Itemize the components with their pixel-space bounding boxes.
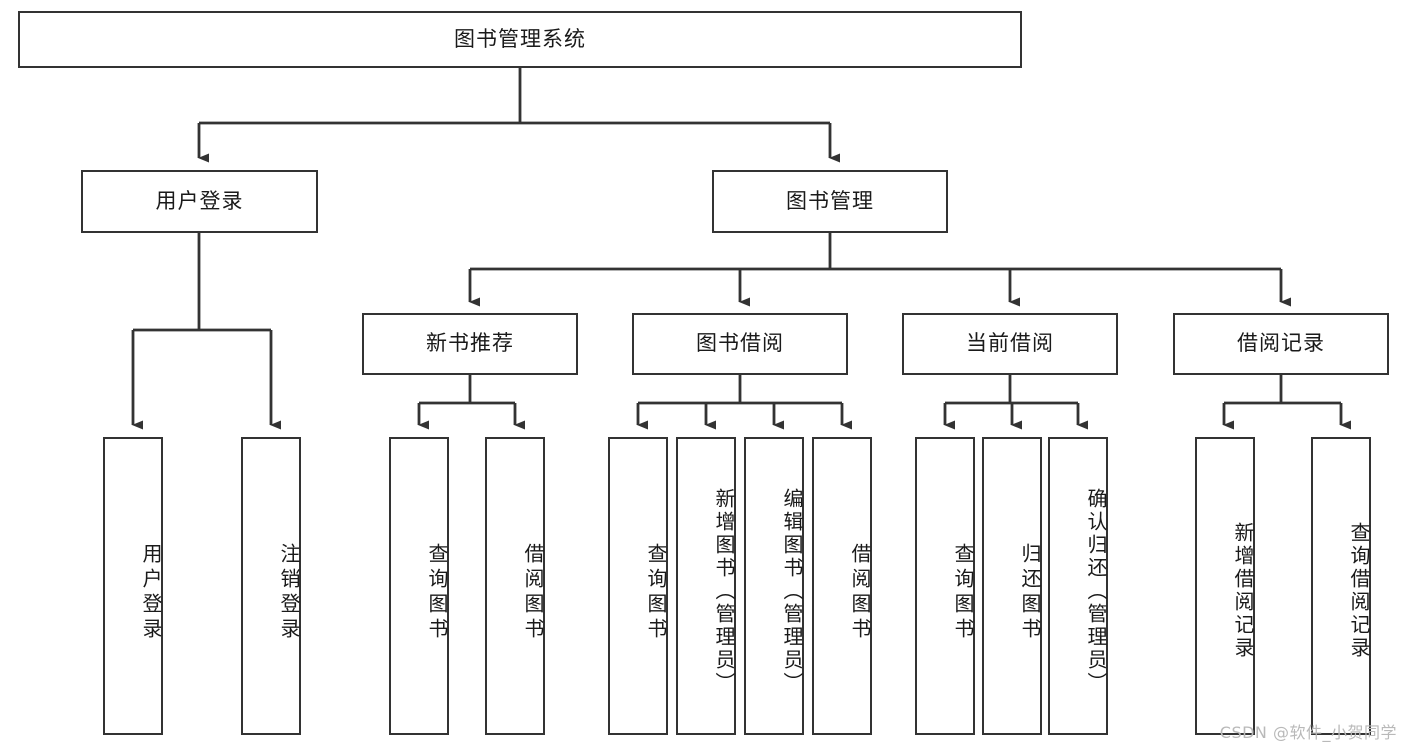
leaf-add-book-admin[interactable]: 新增图书（管理员） (676, 437, 736, 735)
node-root[interactable]: 图书管理系统 (18, 11, 1022, 68)
leaf-query-book-current[interactable]: 查询图书 (915, 437, 975, 735)
watermark-text: CSDN @软件_小贺同学 (1219, 723, 1397, 742)
node-new-book-recommend[interactable]: 新书推荐 (362, 313, 578, 375)
leaf-logout-login[interactable]: 注销登录 (241, 437, 301, 735)
leaf-query-borrow-record[interactable]: 查询借阅记录 (1311, 437, 1371, 735)
node-book-borrow[interactable]: 图书借阅 (632, 313, 848, 375)
leaf-confirm-return-admin[interactable]: 确认归还（管理员） (1048, 437, 1108, 735)
leaf-borrow-book-recommend[interactable]: 借阅图书 (485, 437, 545, 735)
node-user-login[interactable]: 用户登录 (81, 170, 318, 233)
node-current-borrow[interactable]: 当前借阅 (902, 313, 1118, 375)
leaf-query-book-recommend[interactable]: 查询图书 (389, 437, 449, 735)
node-book-manage[interactable]: 图书管理 (712, 170, 948, 233)
leaf-add-borrow-record[interactable]: 新增借阅记录 (1195, 437, 1255, 735)
leaf-return-book[interactable]: 归还图书 (982, 437, 1042, 735)
leaf-user-login[interactable]: 用户登录 (103, 437, 163, 735)
leaf-borrow-book[interactable]: 借阅图书 (812, 437, 872, 735)
leaf-query-book-borrow[interactable]: 查询图书 (608, 437, 668, 735)
node-borrow-record[interactable]: 借阅记录 (1173, 313, 1389, 375)
leaf-edit-book-admin[interactable]: 编辑图书（管理员） (744, 437, 804, 735)
